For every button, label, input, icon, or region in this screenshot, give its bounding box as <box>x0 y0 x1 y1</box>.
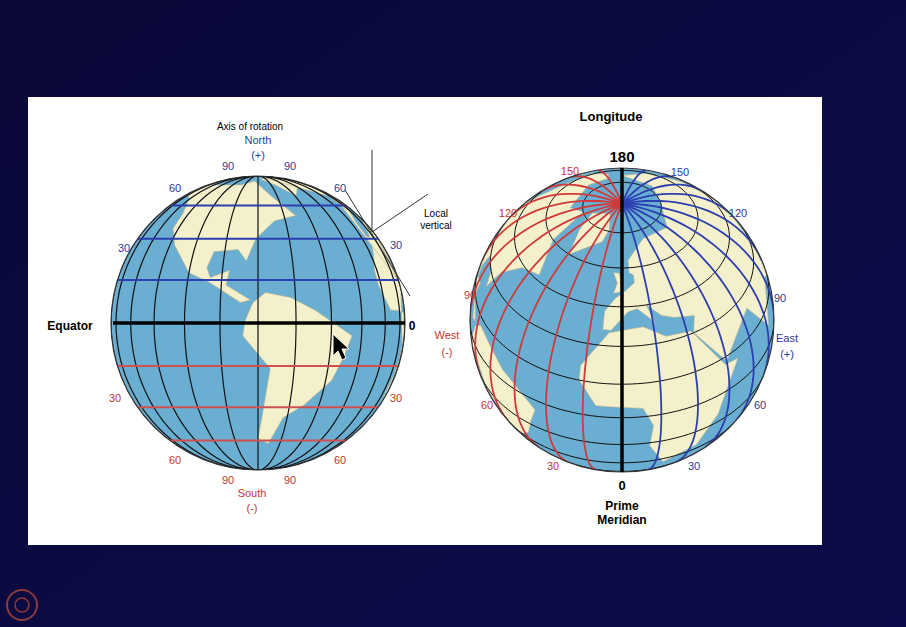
degree-number: 30 <box>547 460 559 473</box>
degree-number: 60 <box>334 454 346 467</box>
meridian <box>622 204 774 320</box>
axis-label: (+) <box>251 149 265 162</box>
axis-label: Equator <box>47 319 92 333</box>
degree-number: 60 <box>169 182 181 195</box>
logo-inner <box>15 598 29 612</box>
tangent-line <box>345 190 410 296</box>
meridian <box>515 204 623 447</box>
degree-number: 90 <box>222 474 234 487</box>
degree-number: 60 <box>481 399 493 412</box>
meridian <box>622 185 702 204</box>
meridian <box>622 194 732 216</box>
axis-label: East <box>776 332 798 345</box>
degree-number: 30 <box>109 392 121 405</box>
prime-meridian-line <box>620 168 624 472</box>
parallel <box>117 279 398 281</box>
degree-number: 60 <box>754 399 766 412</box>
white-panel <box>28 97 822 545</box>
land-mass <box>173 181 296 303</box>
land-mass <box>472 325 535 445</box>
meridian <box>475 204 622 375</box>
meridian <box>622 204 754 421</box>
degree-number: 0 <box>618 478 625 493</box>
meridian <box>622 204 730 447</box>
degree-number: 30 <box>118 242 130 255</box>
degree-number: 180 <box>609 148 634 165</box>
equator-line <box>113 321 405 325</box>
parallel <box>138 406 379 408</box>
degree-number: 90 <box>284 160 296 173</box>
axis-label: Local vertical <box>412 208 460 232</box>
mouse-cursor <box>333 334 349 360</box>
axis-label: (-) <box>247 502 258 515</box>
meridian <box>583 204 622 470</box>
meridian <box>622 204 661 470</box>
parallel <box>117 365 398 367</box>
logo <box>7 590 37 620</box>
degree-number: 90 <box>774 292 786 305</box>
degree-number: 30 <box>688 460 700 473</box>
degree-number: 120 <box>499 207 517 220</box>
left-globe <box>111 176 405 470</box>
axis-label: Axis of rotation <box>217 121 283 133</box>
parallel <box>170 205 347 207</box>
degree-number: 90 <box>464 289 476 302</box>
degree-number: 0 <box>409 319 416 333</box>
meridian <box>622 176 673 204</box>
diagram-title: Longitude <box>580 109 643 124</box>
degree-number: 150 <box>671 166 689 179</box>
meridian <box>490 204 622 421</box>
degree-number: 30 <box>390 239 402 252</box>
degree-number: 150 <box>561 165 579 178</box>
degree-number: 90 <box>284 474 296 487</box>
meridian <box>622 170 647 204</box>
axis-label: Prime Meridian <box>587 499 657 527</box>
axis-label: South <box>238 487 267 500</box>
right-globe <box>470 168 774 472</box>
degree-number: 90 <box>222 160 234 173</box>
left-globe-rim <box>111 176 405 470</box>
degree-number: 60 <box>334 182 346 195</box>
meridian <box>622 204 769 375</box>
degree-number: 60 <box>169 454 181 467</box>
axis-label: (+) <box>780 348 794 361</box>
meridian <box>622 201 762 260</box>
degree-number: 30 <box>390 392 402 405</box>
axis-label: (-) <box>442 346 453 359</box>
parallel <box>138 238 379 240</box>
local-vertical-line <box>372 194 428 232</box>
right-globe-rim <box>470 168 774 472</box>
axis-label: North <box>245 134 272 147</box>
axis-label: West <box>435 329 460 342</box>
degree-number: 120 <box>729 207 747 220</box>
parallel <box>170 439 347 441</box>
axis-parallel-line <box>372 150 373 232</box>
meridian <box>546 204 622 463</box>
